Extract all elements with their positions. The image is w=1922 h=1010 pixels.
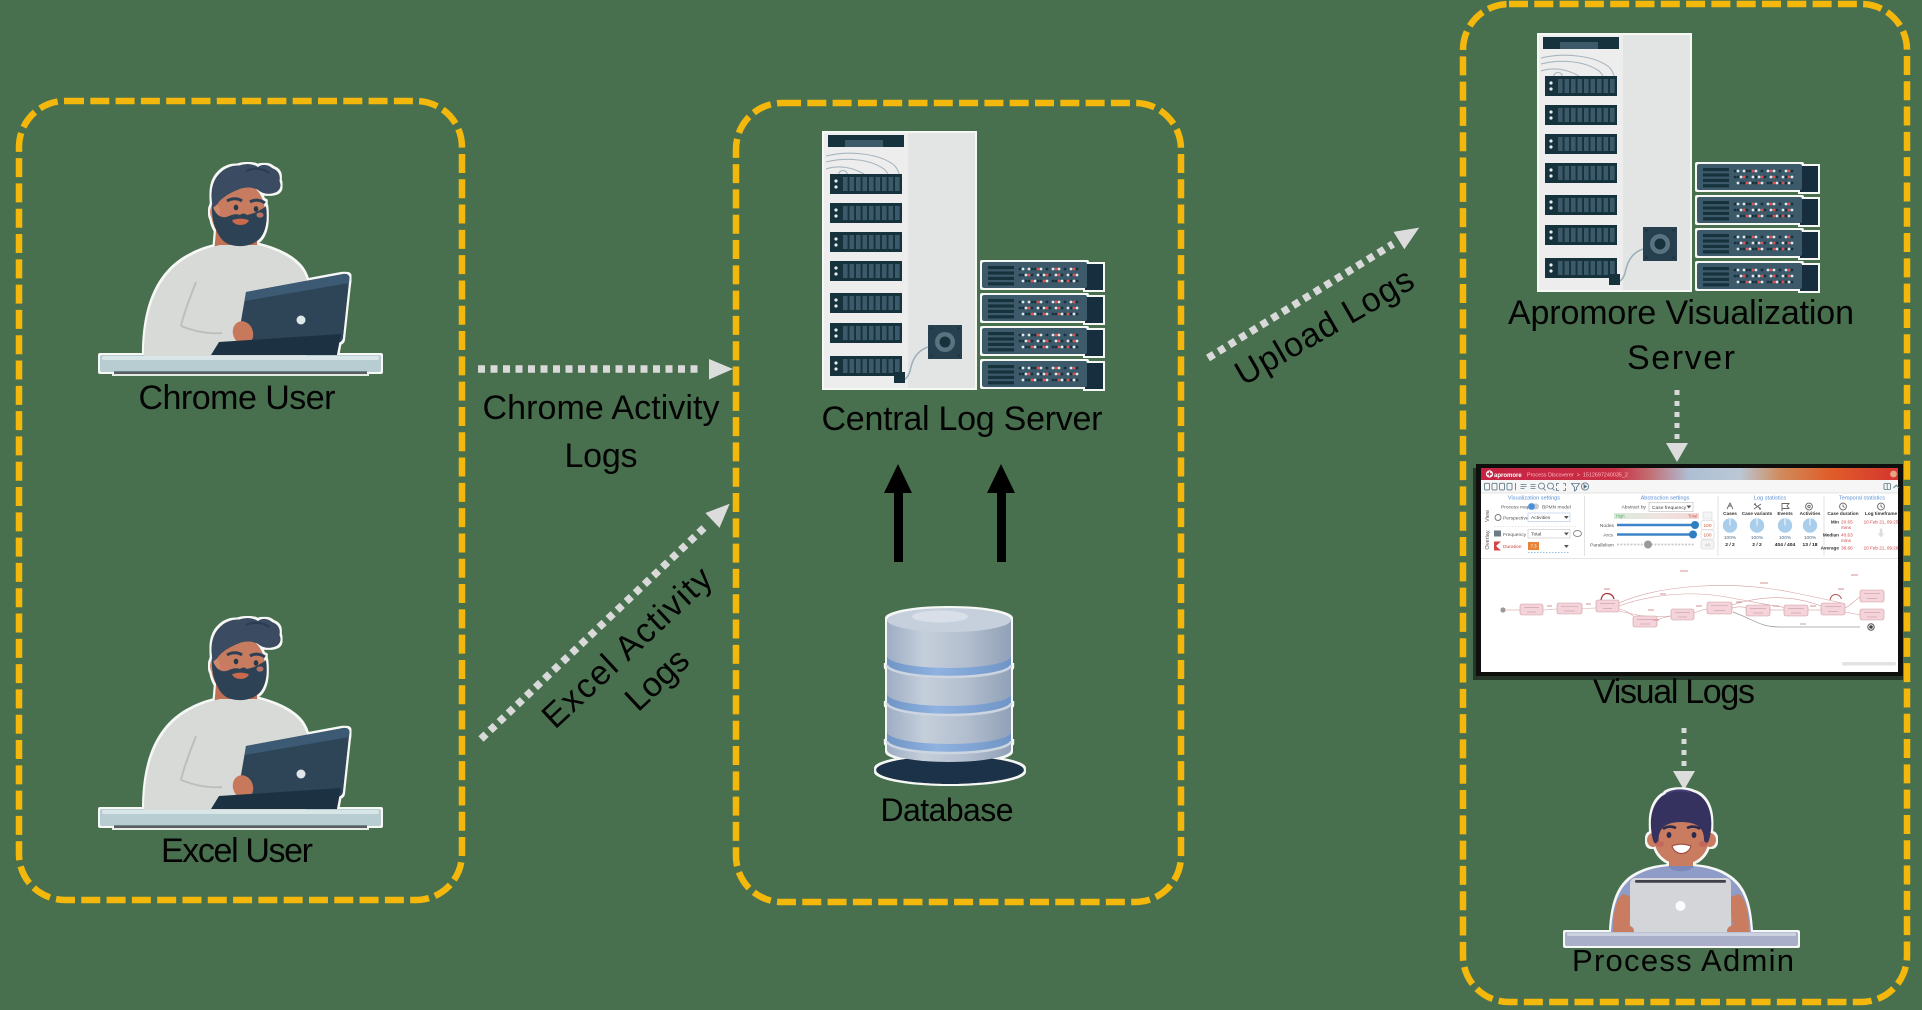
svg-text:Excel User: Excel User	[161, 832, 313, 870]
svg-text:Chrome User: Chrome User	[139, 379, 336, 417]
svg-text:Median: Median	[1823, 533, 1839, 538]
svg-text:100%: 100%	[1751, 535, 1764, 541]
svg-text:40: 40	[1705, 543, 1711, 549]
svg-text:Min: Min	[1831, 520, 1839, 525]
svg-text:mins: mins	[1841, 525, 1852, 530]
svg-text:Total: Total	[1688, 514, 1697, 519]
svg-text:Duration: Duration	[1503, 544, 1522, 550]
svg-text:Activities: Activities	[1531, 515, 1551, 521]
svg-text:20.65: 20.65	[1841, 520, 1853, 525]
svg-text:Apromore Visualization: Apromore Visualization	[1508, 294, 1854, 332]
svg-text:Server: Server	[1627, 339, 1735, 377]
svg-text:Activities: Activities	[1800, 511, 1821, 516]
svg-text:Abstraction settings: Abstraction settings	[1641, 496, 1690, 502]
svg-text:Case variants: Case variants	[1742, 511, 1773, 516]
svg-text:Central Log Server: Central Log Server	[822, 400, 1103, 438]
svg-text:Frequency: Frequency	[1503, 532, 1527, 538]
svg-text:7.3: 7.3	[1531, 544, 1538, 549]
svg-text:Process Discoverer > 1512697: Process Discoverer > 1512697240035_2	[1527, 473, 1628, 479]
svg-text:Total: Total	[1531, 532, 1541, 538]
svg-text:High: High	[1616, 514, 1625, 519]
svg-text:Database: Database	[881, 792, 1014, 828]
svg-text:10 Feb 21, 09:25: 10 Feb 21, 09:25	[1864, 520, 1899, 525]
svg-text:Nodes: Nodes	[1600, 523, 1615, 529]
svg-text:Perspective: Perspective	[1503, 516, 1529, 522]
svg-text:2 / 2: 2 / 2	[1725, 542, 1735, 548]
svg-text:Case duration: Case duration	[1827, 511, 1858, 516]
svg-text:100%: 100%	[1724, 535, 1737, 541]
svg-text:View: View	[1485, 509, 1491, 522]
svg-text:mins: mins	[1841, 538, 1852, 543]
svg-text:Case frequency: Case frequency	[1652, 505, 1687, 511]
svg-text:Abstract by: Abstract by	[1622, 505, 1647, 511]
svg-text:Arcs: Arcs	[1603, 532, 1613, 538]
svg-text:BPMN model: BPMN model	[1542, 505, 1571, 511]
svg-text:38.66: 38.66	[1841, 546, 1853, 551]
svg-text:100%: 100%	[1804, 535, 1817, 541]
svg-text:apromore: apromore	[1494, 473, 1522, 479]
svg-text:404 / 404: 404 / 404	[1775, 542, 1796, 548]
svg-text:Process map: Process map	[1501, 505, 1530, 511]
svg-text:10 Feb 21, 09:26: 10 Feb 21, 09:26	[1864, 546, 1899, 551]
svg-text:Log statistics: Log statistics	[1754, 496, 1787, 502]
svg-text:Average: Average	[1821, 546, 1840, 551]
svg-text:100: 100	[1704, 523, 1712, 529]
svg-text:100%: 100%	[1779, 535, 1792, 541]
svg-text:Events: Events	[1777, 511, 1793, 516]
svg-text:Chrome Activity: Chrome Activity	[483, 389, 720, 427]
svg-text:13 / 18: 13 / 18	[1803, 542, 1818, 548]
svg-text:2 / 2: 2 / 2	[1752, 542, 1762, 548]
svg-text:Parallelism: Parallelism	[1590, 542, 1614, 548]
svg-text:Logs: Logs	[565, 437, 638, 475]
svg-text:Cases: Cases	[1723, 511, 1737, 516]
svg-text:Temporal statistics: Temporal statistics	[1839, 496, 1885, 502]
svg-text:Visualization settings: Visualization settings	[1508, 496, 1560, 502]
svg-text:40.63: 40.63	[1841, 533, 1853, 538]
svg-text:Log timeframe: Log timeframe	[1865, 511, 1898, 516]
svg-text:100: 100	[1704, 533, 1712, 539]
svg-text:Process Admin: Process Admin	[1572, 943, 1794, 978]
svg-text:Overlay: Overlay	[1485, 530, 1491, 549]
